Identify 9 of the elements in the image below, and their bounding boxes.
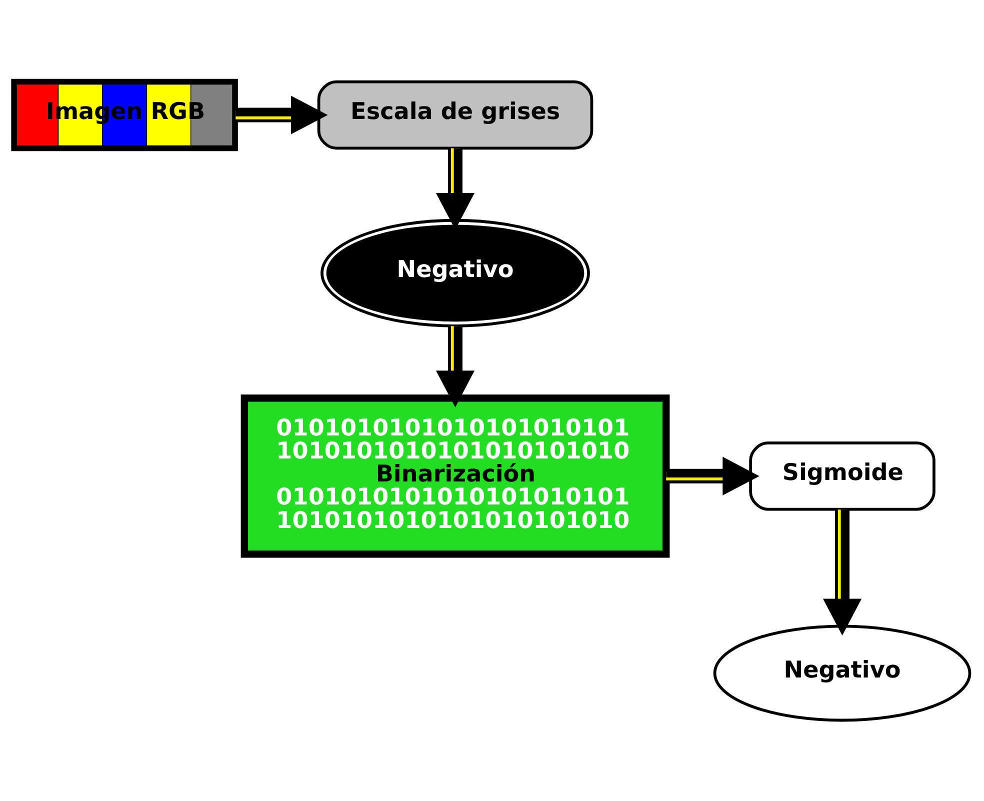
arrow — [236, 95, 328, 134]
arrow — [666, 456, 760, 495]
node-box: Sigmoide — [749, 440, 936, 510]
arrow — [822, 509, 862, 636]
node-ellipse: Negativo — [320, 218, 590, 327]
node-box: 0101010101010101010101 1010101010101010101010 Binarización 0101010101010101010101 1010101010101010101010 — [240, 394, 670, 558]
node-ellipse: Negativo — [713, 624, 972, 722]
arrow — [436, 326, 475, 407]
node-box: Escala de grises — [317, 80, 594, 150]
